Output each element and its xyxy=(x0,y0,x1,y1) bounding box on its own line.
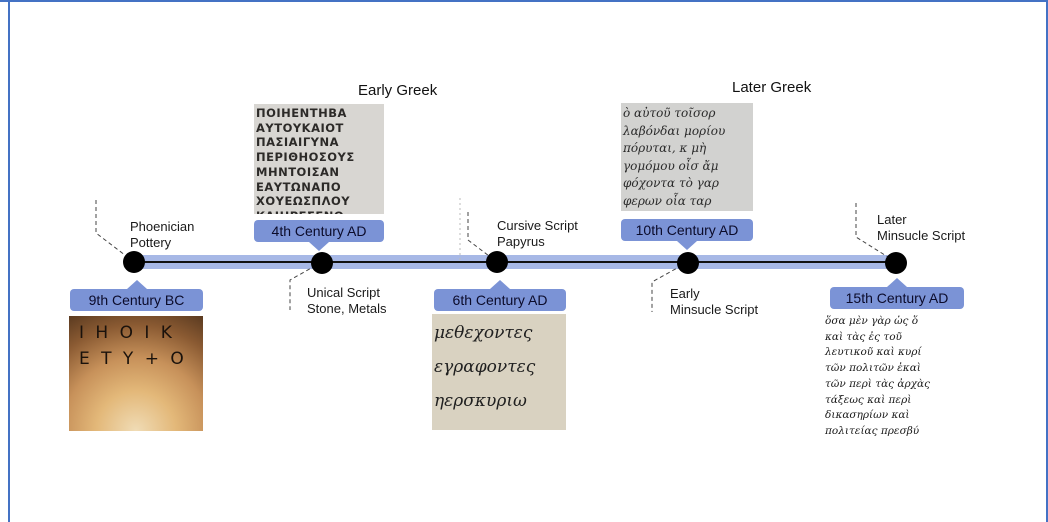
label-4th-century: Unical Script Stone, Metals xyxy=(307,285,387,317)
connector-9th-century xyxy=(95,200,135,263)
era-later-greek: Later Greek xyxy=(732,79,812,96)
frame-top-border xyxy=(0,0,1048,2)
label-9th-century: Phoenician Pottery xyxy=(130,219,194,251)
milestone-dot-6th-century xyxy=(486,251,508,273)
papyrus-sample-image: μεθεχοντες εγραφοντες ηερσκυριω xyxy=(432,314,566,430)
date-tag-15th-century: 15th Century AD xyxy=(830,278,964,309)
label-4th-century-line1: Unical Script xyxy=(307,285,380,300)
label-9th-century-line1: Phoenician xyxy=(130,219,195,234)
label-10th-century-line2: Minsucle Script xyxy=(670,302,759,317)
later-greek-sample-image: ὸ αὐτοῦ τοῖσορ λαβόνδαι μορίου πόρυται, … xyxy=(621,103,753,211)
date-tag-10th-century: 10th Century AD xyxy=(621,219,753,250)
label-10th-century: Early Minsucle Script xyxy=(670,286,758,318)
milestone-dot-9th-century xyxy=(123,251,145,273)
frame-left-border xyxy=(8,0,10,522)
label-10th-century-line1: Early xyxy=(670,286,700,301)
frame-right-border xyxy=(1046,0,1048,522)
connector-4th-century xyxy=(289,261,323,310)
connector-6th-century xyxy=(467,212,498,263)
date-tag-4th-century: 4th Century AD xyxy=(254,220,384,251)
date-tag-9th-century: 9th Century BC xyxy=(70,280,203,311)
inscription-sample-image: ΠΟΙΗΕΝΤΗΒΑ ΑΥΤΟΥΚΑΙΟΤ ΠΑΣΙΑΙΓΥΝΑ ΠΕΡΙΘΗΟ… xyxy=(254,104,384,214)
label-15th-century-line2: Minsucle Script xyxy=(877,228,966,243)
connector-15th-century xyxy=(855,203,897,263)
minuscule-sample-image: ὅσα μὲν γὰρ ὡς ὅ καὶ τὰς ἐς τοῦ λευτικοῦ… xyxy=(823,312,966,438)
label-15th-century: Later Minsucle Script xyxy=(877,212,965,244)
label-9th-century-line2: Pottery xyxy=(130,235,172,250)
label-4th-century-line2: Stone, Metals xyxy=(307,301,387,316)
label-6th-century: Cursive Script Papyrus xyxy=(497,218,578,250)
milestone-dot-15th-century xyxy=(885,252,907,274)
milestone-dot-4th-century xyxy=(311,252,333,274)
label-6th-century-line1: Cursive Script xyxy=(497,218,578,233)
era-early-greek: Early Greek xyxy=(358,82,438,99)
milestone-dot-10th-century xyxy=(677,252,699,274)
label-15th-century-line1: Later xyxy=(877,212,907,227)
date-tag-6th-century: 6th Century AD xyxy=(434,280,566,311)
label-6th-century-line2: Papyrus xyxy=(497,234,545,249)
pottery-sample-image: Ι Η Ο Ι Κ Ε Τ Υ + Ο xyxy=(69,316,203,431)
